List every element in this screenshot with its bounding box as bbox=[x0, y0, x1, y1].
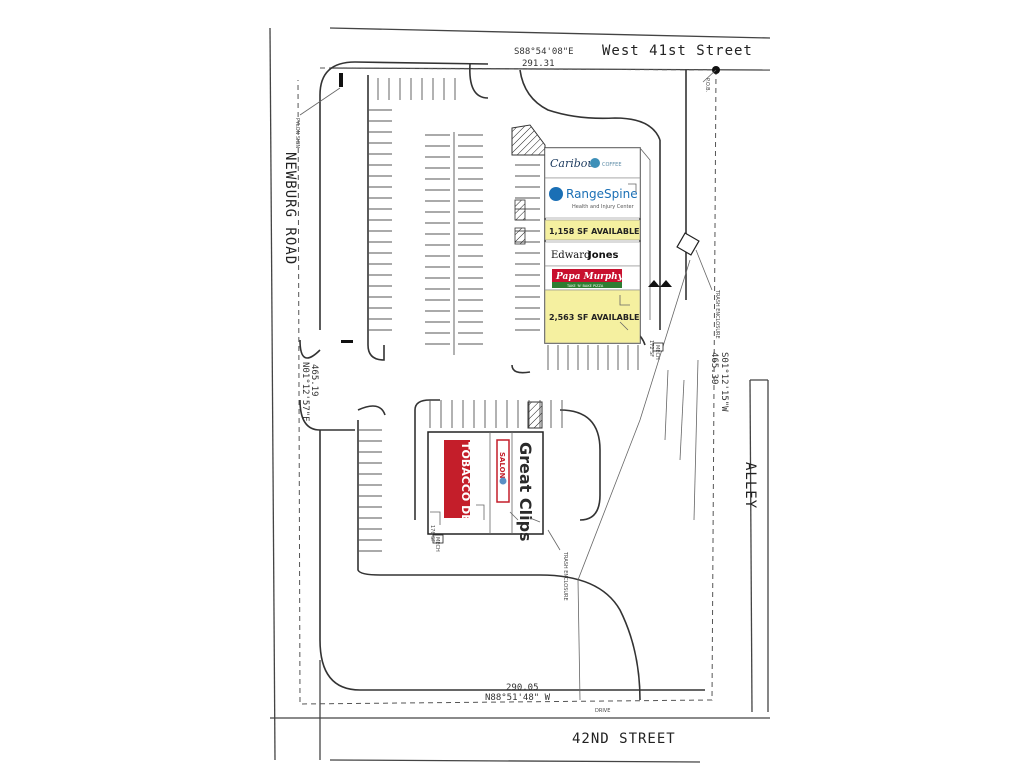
alley-drive bbox=[577, 259, 699, 701]
parking-stalls-west bbox=[368, 109, 392, 331]
building-south: TOBACCO DEN SALON Great Clips bbox=[427, 401, 544, 542]
sign-marker bbox=[341, 340, 353, 343]
street-west: NEWBURG ROAD bbox=[282, 152, 298, 265]
great-clips-logo: Great Clips bbox=[516, 442, 535, 542]
trash-label-2: TRASH ENCLOSURE bbox=[562, 551, 568, 601]
tenant-rangespine[interactable]: RangeSpine Health and Injury Center bbox=[544, 177, 641, 219]
caribou-sub: COFFEE bbox=[602, 162, 622, 168]
south-distance: 290.05 bbox=[506, 683, 539, 693]
tenant-papa-murphys[interactable]: Papa Murphy's TAKE 'N' BAKE PIZZA bbox=[544, 265, 641, 291]
trash-enclosure-north bbox=[676, 232, 700, 256]
tobacco-den-logo: TOBACCO DEN bbox=[459, 442, 472, 531]
tenant-caribou-coffee[interactable]: Caribou COFFEE bbox=[544, 147, 641, 179]
mech-north-area: 172 SF bbox=[648, 340, 654, 357]
papa-murphys-logo: Papa Murphy's bbox=[555, 272, 631, 282]
site-markers bbox=[339, 66, 720, 544]
north-bearing: S88°54'08"E bbox=[514, 47, 574, 57]
building-north: Caribou COFFEE RangeSpine Health and Inj… bbox=[511, 124, 651, 344]
rangespine-sub: Health and Injury Center bbox=[572, 204, 635, 210]
mech-south-room: MECH bbox=[434, 537, 440, 552]
street-south: 42ND STREET bbox=[572, 731, 676, 747]
lot-boundary bbox=[297, 67, 717, 705]
edward-jones-logo-a: Edward bbox=[551, 250, 591, 261]
mech-south-area: 176 SF bbox=[429, 525, 435, 542]
space-2563sf[interactable]: 2,563 SF AVAILABLE bbox=[544, 289, 641, 344]
rangespine-mark-icon bbox=[549, 187, 563, 201]
salon-logo: SALON bbox=[498, 452, 506, 479]
arrow-icon bbox=[648, 280, 660, 287]
pylon-sign-label: PYLON SIGN bbox=[294, 118, 300, 148]
drive-label: DRIVE bbox=[595, 708, 610, 714]
east-bearing: S01°12'15"W bbox=[719, 352, 729, 412]
caribou-logo: Caribou bbox=[550, 157, 595, 170]
tenant-edward-jones[interactable]: Edward Jones bbox=[544, 241, 641, 267]
space-1158sf-label: 1,158 SF AVAILABLE bbox=[549, 227, 640, 236]
street-east: ALLEY bbox=[742, 462, 758, 509]
south-bearing: N88°51'48" W bbox=[485, 693, 551, 703]
leader-lines bbox=[299, 69, 717, 551]
mech-north-room: MECH bbox=[654, 345, 660, 360]
west-distance: 465.19 bbox=[309, 364, 319, 397]
space-2563sf-label: 2,563 SF AVAILABLE bbox=[549, 313, 640, 322]
parking-curbs bbox=[299, 61, 705, 701]
arrow-icon-2 bbox=[660, 280, 672, 287]
north-distance: 291.31 bbox=[522, 59, 555, 69]
trash-label-1: TRASH ENCLOSURE bbox=[714, 289, 720, 339]
tenant-great-clips[interactable]: Great Clips bbox=[516, 442, 535, 542]
tenant-salon[interactable]: SALON bbox=[496, 439, 510, 503]
tenant-tobacco-den[interactable]: TOBACCO DEN bbox=[444, 440, 472, 531]
pob-label: P.O.B. bbox=[704, 78, 710, 93]
pylon-sign-marker bbox=[339, 73, 343, 87]
street-north: West 41st Street bbox=[602, 43, 753, 59]
caribou-emblem-icon bbox=[590, 158, 600, 168]
hatched-pad bbox=[514, 199, 526, 221]
salon-emblem-icon bbox=[499, 477, 507, 485]
edward-jones-logo-b: Jones bbox=[587, 250, 618, 261]
hatched-pad-2 bbox=[514, 227, 526, 245]
parking-stalls-center bbox=[377, 78, 639, 370]
east-distance: 465.39 bbox=[709, 352, 719, 385]
rangespine-logo: RangeSpine bbox=[566, 187, 638, 201]
space-1158sf[interactable]: 1,158 SF AVAILABLE bbox=[544, 219, 641, 241]
mech-box-north bbox=[652, 342, 664, 352]
mech-box-south bbox=[432, 534, 444, 544]
papa-murphys-sub: TAKE 'N' BAKE PIZZA bbox=[566, 284, 604, 288]
west-bearing: N01°12'57"E bbox=[300, 362, 310, 422]
